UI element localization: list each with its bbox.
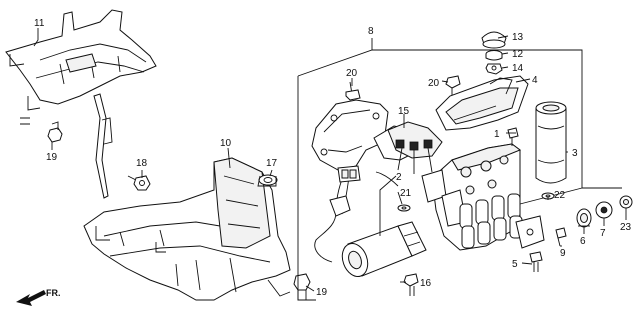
callout-16: 16 <box>420 278 432 289</box>
bolt-20-left <box>345 81 361 101</box>
nut-14 <box>485 63 503 75</box>
callout-6: 6 <box>580 236 586 247</box>
callout-13: 13 <box>512 32 524 43</box>
grommet-6 <box>576 208 592 228</box>
callout-17: 17 <box>266 158 278 169</box>
callout-19-lower: 19 <box>316 287 328 298</box>
callout-11: 11 <box>34 18 45 29</box>
cap-13 <box>481 31 507 49</box>
callout-8: 8 <box>368 26 374 37</box>
callout-19-upper: 19 <box>46 152 58 163</box>
accumulator-part <box>535 101 567 184</box>
callout-14: 14 <box>512 63 524 74</box>
lower-bracket-part <box>83 157 291 301</box>
cap-21 <box>619 195 633 209</box>
callout-12: 12 <box>512 49 524 60</box>
plug-9 <box>555 227 567 247</box>
callout-20-left: 20 <box>346 68 358 79</box>
sensor-7 <box>595 201 613 219</box>
clip-17 <box>257 174 278 187</box>
callout-21: 23 <box>620 222 632 233</box>
callout-2: 2 <box>396 172 402 183</box>
bolt-16 <box>403 273 419 296</box>
connector-group-15 <box>373 121 443 174</box>
callout-22: 22 <box>554 190 566 201</box>
callout-9: 9 <box>560 248 566 259</box>
pump-motor-part <box>341 221 427 277</box>
callout-10: 10 <box>220 138 232 149</box>
cover-part <box>435 75 529 131</box>
callout-7: 7 <box>600 228 606 239</box>
callout-1: 1 <box>494 129 500 140</box>
leader-lines <box>33 28 627 292</box>
callout-23: 21 <box>400 188 412 199</box>
callout-15: 15 <box>398 106 410 117</box>
harness-bracket-part <box>311 99 389 171</box>
callout-18: 18 <box>136 158 148 169</box>
washer-23 <box>397 204 411 212</box>
callout-4: 4 <box>532 75 538 86</box>
modulator-block-part <box>421 143 545 251</box>
bolt-18 <box>127 175 151 191</box>
front-label: FR. <box>46 288 61 298</box>
front-arrow-icon <box>16 290 46 306</box>
bolt-5 <box>529 251 543 272</box>
bolt-19-upper <box>47 121 63 143</box>
callout-labels: 11 19 18 10 17 19 8 20 20 15 2 21 16 13 … <box>34 18 632 298</box>
callout-20-right: 20 <box>428 78 440 89</box>
bolt-1 <box>507 127 519 146</box>
callout-5: 5 <box>512 259 518 270</box>
front-direction-indicator: FR. <box>16 288 61 306</box>
callout-3: 3 <box>572 148 578 159</box>
nut-12 <box>485 50 503 61</box>
upper-bracket-part <box>5 9 157 199</box>
wire-harness <box>314 165 399 263</box>
